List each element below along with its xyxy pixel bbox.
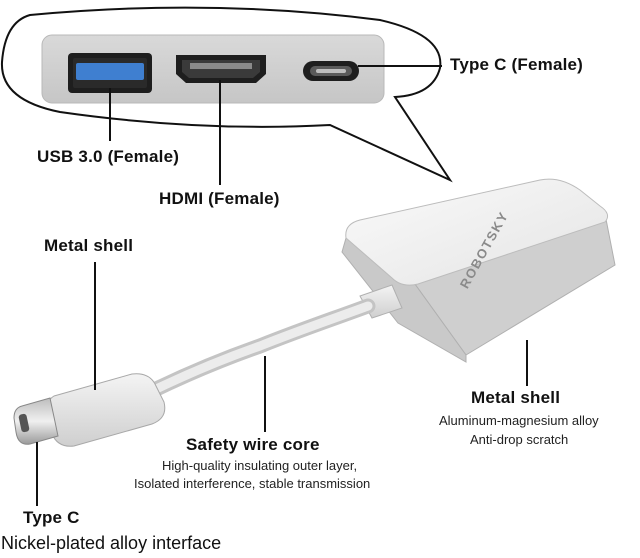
label-safety-wire-desc-2: Isolated interference, stable transmissi…	[134, 476, 371, 491]
label-metal-shell-desc-2: Anti-drop scratch	[470, 432, 569, 447]
label-safety-wire-core: Safety wire core	[186, 435, 320, 454]
type-c-female-port	[303, 61, 359, 81]
usb3-port	[68, 53, 152, 93]
adapter-box: ROBOTSKY	[341, 178, 616, 363]
label-type-c-female: Type C (Female)	[450, 55, 584, 74]
label-metal-shell-top: Metal shell	[44, 236, 134, 255]
label-metal-shell-desc-1: Aluminum-magnesium alloy	[439, 413, 599, 428]
label-metal-shell-right: Metal shell	[471, 388, 561, 407]
label-usb3-female: USB 3.0 (Female)	[37, 147, 180, 166]
label-type-c-plug-desc: Nickel-plated alloy interface	[1, 533, 222, 553]
callout-bubble	[0, 6, 453, 183]
label-hdmi-female: HDMI (Female)	[159, 189, 280, 208]
label-safety-wire-desc-1: High-quality insulating outer layer,	[162, 458, 358, 473]
label-type-c-plug: Type C	[23, 508, 80, 527]
type-c-plug	[13, 373, 166, 447]
hdmi-port	[176, 55, 266, 83]
